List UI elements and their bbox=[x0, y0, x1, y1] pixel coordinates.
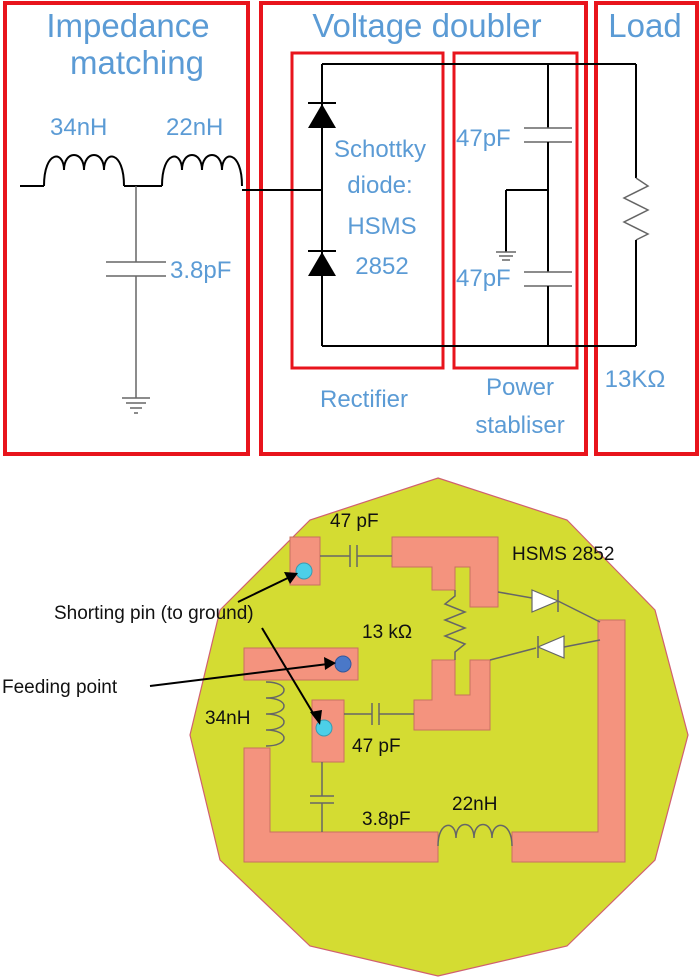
pcb-layout: 47 pF HSMS 2852 Shorting pin (to ground)… bbox=[2, 477, 689, 977]
voltage-doubler-box bbox=[259, 1, 588, 456]
board-label-3p8pf: 3.8pF bbox=[362, 809, 411, 830]
diode-label-line3: HSMS bbox=[347, 213, 416, 240]
label-22nh: 22nH bbox=[166, 114, 223, 141]
stabiliser-circuit bbox=[496, 64, 572, 346]
load-circuit bbox=[548, 63, 650, 347]
pad-diode-top bbox=[391, 536, 499, 608]
label-47pf-top: 47pF bbox=[456, 125, 511, 152]
inductor-22nh-symbol bbox=[161, 154, 243, 187]
label-3p8pf: 3.8pF bbox=[170, 257, 231, 284]
board-diode-upper-icon bbox=[531, 589, 560, 613]
load-box bbox=[594, 1, 699, 456]
schematic: Impedance matching Voltage doubler Load bbox=[3, 1, 699, 456]
rectifier-box bbox=[290, 51, 445, 370]
copper-traces bbox=[243, 536, 626, 863]
matching-network bbox=[20, 154, 322, 414]
shorting-pin-top bbox=[295, 562, 313, 580]
diode-label-line2: diode: bbox=[347, 172, 412, 199]
feeding-pin bbox=[334, 655, 352, 673]
trace-right bbox=[511, 619, 626, 863]
board-label-47pf-bottom: 47 pF bbox=[352, 736, 401, 757]
diode-lower-icon bbox=[308, 252, 336, 276]
board-label-34nh: 34nH bbox=[205, 708, 250, 729]
diode-label-line1: Schottky bbox=[334, 136, 426, 163]
load-title: Load bbox=[608, 7, 681, 44]
annotation-arrows bbox=[149, 572, 336, 725]
resistor-icon bbox=[622, 177, 650, 241]
diode-label-line4: 2852 bbox=[355, 253, 408, 280]
board-inductor-22nh-icon bbox=[437, 823, 513, 847]
board-label-22nh: 22nH bbox=[452, 794, 497, 815]
board-label-47pf-top: 47 pF bbox=[330, 511, 379, 532]
label-34nh: 34nH bbox=[50, 114, 107, 141]
diode-upper-icon bbox=[308, 104, 336, 128]
label-13kohm: 13KΩ bbox=[605, 366, 666, 393]
rectifier-label: Rectifier bbox=[320, 386, 408, 413]
board-components bbox=[265, 545, 601, 847]
trace-left-bottom bbox=[243, 747, 439, 863]
ground-symbol bbox=[122, 397, 150, 414]
impedance-matching-box bbox=[3, 1, 250, 456]
board-label-13kohm: 13 kΩ bbox=[362, 622, 412, 643]
board-inductor-34nh-icon bbox=[265, 681, 285, 747]
power-stabliser-box bbox=[452, 51, 579, 370]
power-label-line2: stabliser bbox=[475, 412, 564, 439]
power-label-line1: Power bbox=[486, 374, 554, 401]
stabiliser-ground-symbol bbox=[496, 251, 516, 261]
board-resistor-icon bbox=[442, 590, 468, 660]
board-label-feeding: Feeding point bbox=[2, 677, 118, 698]
pad-feed bbox=[243, 647, 359, 681]
impedance-title-line1: Impedance bbox=[46, 7, 209, 44]
voltage-doubler-title: Voltage doubler bbox=[312, 7, 541, 44]
rectifier-circuit bbox=[308, 63, 548, 347]
inductor-34nh-symbol bbox=[43, 154, 125, 187]
board-label-shorting-pin: Shorting pin (to ground) bbox=[54, 603, 254, 624]
label-47pf-bottom: 47pF bbox=[456, 265, 511, 292]
impedance-title-line2: matching bbox=[70, 44, 204, 81]
board-label-hsms: HSMS 2852 bbox=[512, 544, 614, 565]
